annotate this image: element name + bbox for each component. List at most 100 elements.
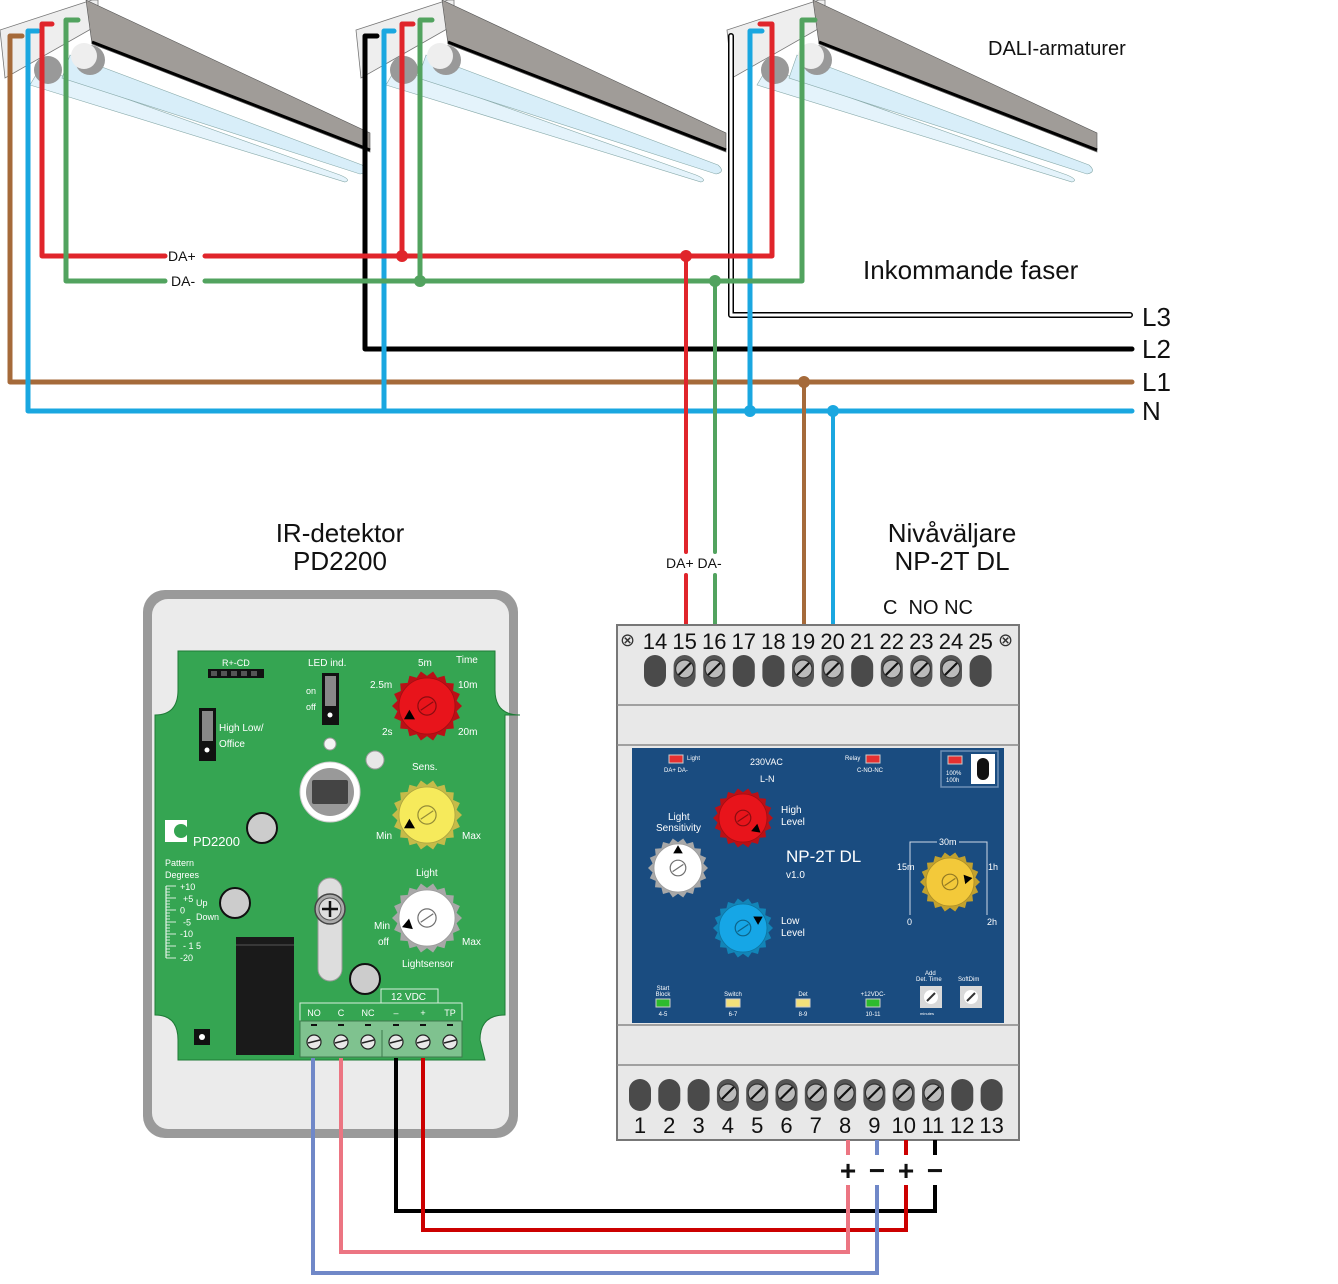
status-led-label: Start bbox=[657, 986, 670, 992]
housing-screw-right[interactable]: ⊗ bbox=[998, 630, 1013, 650]
terminal-number: 20 bbox=[820, 629, 844, 654]
np-version-label: v1.0 bbox=[786, 870, 805, 881]
header-label: R+-CD bbox=[222, 658, 250, 668]
housing-screw-left[interactable]: ⊗ bbox=[620, 630, 635, 650]
terminal-label: C bbox=[338, 1008, 345, 1018]
light-dial[interactable] bbox=[392, 883, 462, 953]
ir-detector-title-2: PD2200 bbox=[293, 546, 387, 576]
terminal-12[interactable]: 12 bbox=[950, 1079, 975, 1138]
empty-terminal bbox=[851, 655, 874, 687]
time-mark-20m: 20m bbox=[458, 727, 477, 738]
terminal-number: 11 bbox=[922, 1113, 945, 1138]
wire-da-plus bbox=[39, 21, 775, 259]
time-mark-5m: 5m bbox=[418, 658, 432, 669]
light-min-label: Min bbox=[374, 921, 390, 932]
add-det-time-label-1: Add bbox=[925, 971, 936, 977]
phase-label-n: N bbox=[1142, 396, 1161, 426]
luminaire-body bbox=[812, 0, 1098, 153]
terminal-24[interactable]: 24 bbox=[939, 629, 963, 687]
polarity-8: + bbox=[840, 1155, 856, 1186]
high-level-dial-pointer-icon bbox=[751, 823, 761, 833]
time-dial[interactable] bbox=[392, 671, 462, 741]
terminal-9[interactable]: 9 bbox=[863, 1079, 886, 1138]
status-led-indicator bbox=[865, 998, 881, 1008]
terminal-19[interactable]: 19 bbox=[791, 629, 815, 687]
timer-mark-1h: 1h bbox=[988, 862, 998, 872]
terminal-block bbox=[299, 1020, 463, 1058]
luminaire-body bbox=[85, 0, 371, 153]
terminal-21[interactable]: 21 bbox=[850, 629, 874, 687]
low-level-dial[interactable] bbox=[713, 898, 773, 958]
light-led bbox=[668, 754, 684, 764]
wire-l1 bbox=[7, 33, 1135, 385]
terminal-8[interactable]: 8 bbox=[834, 1079, 857, 1138]
terminal-marker bbox=[338, 1024, 344, 1026]
light-led-label: Light bbox=[687, 756, 700, 762]
light-sensitivity-dial-screw bbox=[669, 859, 687, 877]
terminal-number: 1 bbox=[634, 1113, 646, 1138]
wire-da-plus-lum2 bbox=[399, 21, 416, 259]
add-det-time-label-2: Det. Time bbox=[916, 977, 942, 983]
high-level-dial[interactable] bbox=[713, 788, 773, 848]
terminal-1[interactable]: 1 bbox=[629, 1079, 651, 1138]
terminal-label: – bbox=[393, 1008, 398, 1018]
terminal-2[interactable]: 2 bbox=[658, 1079, 681, 1138]
terminal-number: 24 bbox=[939, 629, 963, 654]
time-mark-2-5m: 2.5m bbox=[370, 680, 392, 691]
pcb-button-1 bbox=[246, 812, 278, 844]
pattern-label-1: Pattern bbox=[165, 858, 194, 868]
terminal-number: 22 bbox=[880, 629, 904, 654]
light-led-sub: DA+ DA- bbox=[664, 768, 688, 774]
terminal-label: + bbox=[420, 1008, 425, 1018]
terminal-number: 25 bbox=[968, 629, 992, 654]
terminal-18[interactable]: 18 bbox=[761, 629, 786, 687]
time-mark-10m: 10m bbox=[458, 680, 477, 691]
sensitivity-dial-screw bbox=[417, 805, 437, 825]
terminal-5[interactable]: 5 bbox=[746, 1079, 769, 1138]
terminal-number: 14 bbox=[643, 629, 667, 654]
timer-dial[interactable] bbox=[920, 852, 980, 912]
terminal-7[interactable]: 7 bbox=[804, 1079, 827, 1138]
terminal-23[interactable]: 23 bbox=[909, 629, 934, 687]
terminal-11[interactable]: 11 bbox=[922, 1079, 945, 1138]
terminal-4[interactable]: 4 bbox=[716, 1079, 739, 1138]
terminal-22[interactable]: 22 bbox=[880, 629, 904, 687]
terminal-17[interactable]: 17 bbox=[732, 629, 756, 687]
pattern-scale-label: 0 bbox=[180, 906, 185, 916]
light-dial-screw bbox=[417, 908, 437, 928]
luminaire-3 bbox=[726, 0, 1098, 183]
wire-black-minus bbox=[394, 1058, 937, 1213]
lightsensor-label: Lightsensor bbox=[402, 959, 454, 970]
terminal-number: 4 bbox=[722, 1113, 734, 1138]
sensitivity-dial[interactable] bbox=[392, 780, 462, 850]
pattern-scale: +10+50-5-10- 1 5-20 bbox=[165, 882, 201, 963]
light-sensitivity-dial[interactable] bbox=[648, 838, 708, 898]
terminal-number: 18 bbox=[761, 629, 785, 654]
time-dial-pointer-icon bbox=[403, 709, 416, 720]
terminal-14[interactable]: 14 bbox=[643, 629, 667, 687]
terminal-6[interactable]: 6 bbox=[775, 1079, 798, 1138]
timer-scale-bracket bbox=[909, 841, 988, 915]
pcb-model-label: PD2200 bbox=[193, 834, 240, 849]
terminal-10[interactable]: 10 bbox=[891, 1079, 916, 1138]
mode-led bbox=[947, 755, 963, 765]
empty-terminal bbox=[644, 655, 666, 687]
relay-led-label: Relay bbox=[845, 756, 860, 762]
timer-dial-screw bbox=[941, 873, 959, 891]
terminal-3[interactable]: 3 bbox=[687, 1079, 710, 1138]
incoming-phases-title: Inkommande faser bbox=[863, 255, 1079, 285]
terminal-16[interactable]: 16 bbox=[702, 629, 726, 687]
mode-jumper-label-2: Office bbox=[219, 739, 245, 750]
relay-led bbox=[865, 754, 881, 764]
terminal-15[interactable]: 15 bbox=[672, 629, 697, 687]
timer-mark-30m: 30m bbox=[939, 837, 957, 847]
terminal-label: NC bbox=[362, 1008, 375, 1018]
terminal-20[interactable]: 20 bbox=[820, 629, 845, 687]
ir-detector: R+-CD LED ind. on off High Low/ Office P… bbox=[143, 590, 521, 1138]
terminal-25[interactable]: 25 bbox=[968, 629, 993, 687]
terminal-marker bbox=[393, 1024, 399, 1026]
light-sens-label-1: Light bbox=[668, 812, 690, 823]
terminal-13[interactable]: 13 bbox=[979, 1079, 1004, 1138]
